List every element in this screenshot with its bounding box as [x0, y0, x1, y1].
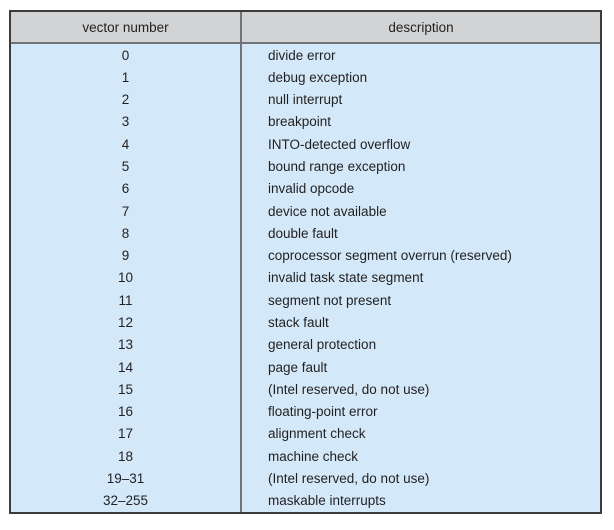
header-description: description	[388, 19, 454, 35]
description-cell: double fault	[268, 225, 338, 241]
table-row: 9 coprocessor segment overrun (reserved)	[11, 244, 600, 267]
table-row: 32–255 maskable interrupts	[11, 489, 600, 512]
vector-number-cell: 5	[11, 155, 242, 178]
table-row: 16 floating-point error	[11, 400, 600, 423]
description-cell: invalid task state segment	[268, 270, 424, 286]
table-row: 13 general protection	[11, 333, 600, 356]
description-cell: (Intel reserved, do not use)	[268, 381, 430, 397]
description-cell: maskable interrupts	[268, 493, 386, 509]
table-row: 6 invalid opcode	[11, 177, 600, 200]
description-cell: INTO-detected overflow	[268, 136, 411, 152]
description-cell: stack fault	[268, 315, 329, 331]
table-row: 15 (Intel reserved, do not use)	[11, 378, 600, 401]
table-row: 2 null interrupt	[11, 88, 600, 111]
vector-number-cell: 8	[11, 222, 242, 245]
vector-number-cell: 16	[11, 400, 242, 423]
vector-number-cell: 32–255	[11, 489, 242, 512]
description-cell: bound range exception	[268, 159, 406, 175]
vector-number-cell: 1	[11, 66, 242, 89]
vector-number-cell: 10	[11, 266, 242, 290]
table-row: 3 breakpoint	[11, 110, 600, 134]
table-row: 4 INTO-detected overflow	[11, 133, 600, 156]
table-row: 1 debug exception	[11, 66, 600, 89]
vector-number-cell: 4	[11, 133, 242, 156]
vector-number-cell: 18	[11, 445, 242, 468]
table-body: 0 divide error 1 debug exception 2 null …	[11, 44, 600, 512]
table-row: 17 alignment check	[11, 422, 600, 446]
vector-number-cell: 0	[11, 44, 242, 67]
description-cell: (Intel reserved, do not use)	[268, 470, 430, 486]
description-cell: coprocessor segment overrun (reserved)	[268, 248, 512, 264]
table-row: 10 invalid task state segment	[11, 266, 600, 290]
vector-number-cell: 2	[11, 88, 242, 111]
table-row: 19–31 (Intel reserved, do not use)	[11, 467, 600, 490]
table-row: 11 segment not present	[11, 289, 600, 312]
vector-number-cell: 17	[11, 422, 242, 446]
table-row: 12 stack fault	[11, 311, 600, 334]
description-cell: divide error	[268, 47, 336, 63]
description-cell: general protection	[268, 337, 377, 353]
vector-number-cell: 13	[11, 333, 242, 356]
vector-number-cell: 7	[11, 199, 242, 223]
vector-number-cell: 6	[11, 177, 242, 200]
vector-number-cell: 15	[11, 378, 242, 401]
vector-number-cell: 19–31	[11, 467, 242, 490]
description-cell: debug exception	[268, 69, 368, 85]
table-row: 18 machine check	[11, 445, 600, 468]
description-cell: null interrupt	[268, 92, 343, 108]
vector-number-cell: 12	[11, 311, 242, 334]
interrupt-vector-table: vector number description 0 divide error…	[9, 10, 602, 514]
table-row: 7 device not available	[11, 199, 600, 223]
vector-number-cell: 14	[11, 355, 242, 379]
vector-number-cell: 9	[11, 244, 242, 267]
vector-number-cell: 11	[11, 289, 242, 312]
table-row: 0 divide error	[11, 44, 600, 67]
table-header-row: vector number description	[11, 12, 600, 44]
description-cell: floating-point error	[268, 404, 378, 420]
header-vector-number: vector number	[11, 12, 242, 42]
description-cell: invalid opcode	[268, 181, 355, 197]
description-cell: page fault	[268, 359, 328, 375]
description-cell: machine check	[268, 448, 359, 464]
description-cell: alignment check	[268, 426, 366, 442]
table-row: 5 bound range exception	[11, 155, 600, 178]
description-cell: breakpoint	[268, 114, 332, 130]
table-row: 8 double fault	[11, 222, 600, 245]
description-cell: segment not present	[268, 292, 392, 308]
description-cell: device not available	[268, 203, 387, 219]
table-row: 14 page fault	[11, 355, 600, 379]
vector-number-cell: 3	[11, 110, 242, 134]
